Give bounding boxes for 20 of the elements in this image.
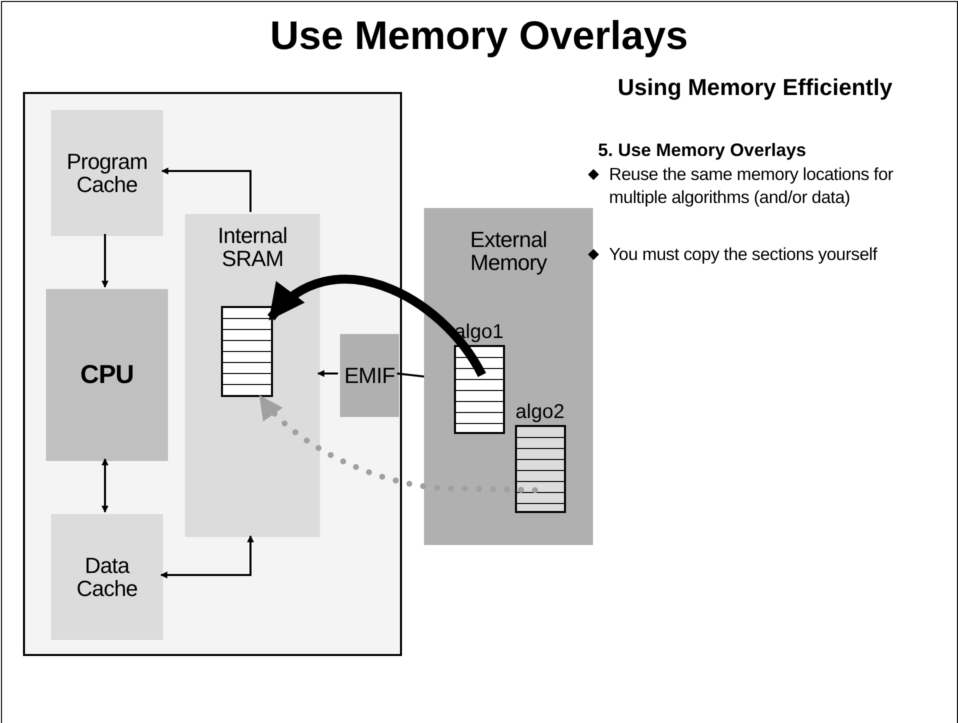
block-label: EMIF bbox=[344, 364, 395, 388]
chip-outline bbox=[23, 92, 402, 656]
subtitle: Using Memory Efficiently bbox=[616, 74, 894, 101]
step-heading: 5. Use Memory Overlays bbox=[598, 140, 808, 161]
interface-box bbox=[340, 334, 399, 417]
cache-box bbox=[51, 514, 163, 640]
memory-box bbox=[424, 208, 593, 545]
bullet-text: Reuse the same memory locations for multiple algorithms (and/or data) bbox=[609, 163, 894, 208]
block-label: Program Cache bbox=[66, 150, 148, 196]
processor-box bbox=[46, 289, 168, 461]
block-label: Internal SRAM bbox=[218, 224, 288, 270]
block-label: CPU bbox=[80, 361, 134, 389]
bullet-text: You must copy the sections yourself bbox=[609, 243, 878, 266]
memory-block bbox=[221, 306, 273, 397]
block-label: algo2 bbox=[516, 402, 564, 423]
block-label: External Memory bbox=[470, 228, 547, 274]
cache-box bbox=[51, 110, 163, 236]
block-label: Data Cache bbox=[76, 554, 138, 600]
slide-title: Use Memory Overlays bbox=[268, 14, 689, 59]
memory-box bbox=[185, 214, 320, 537]
